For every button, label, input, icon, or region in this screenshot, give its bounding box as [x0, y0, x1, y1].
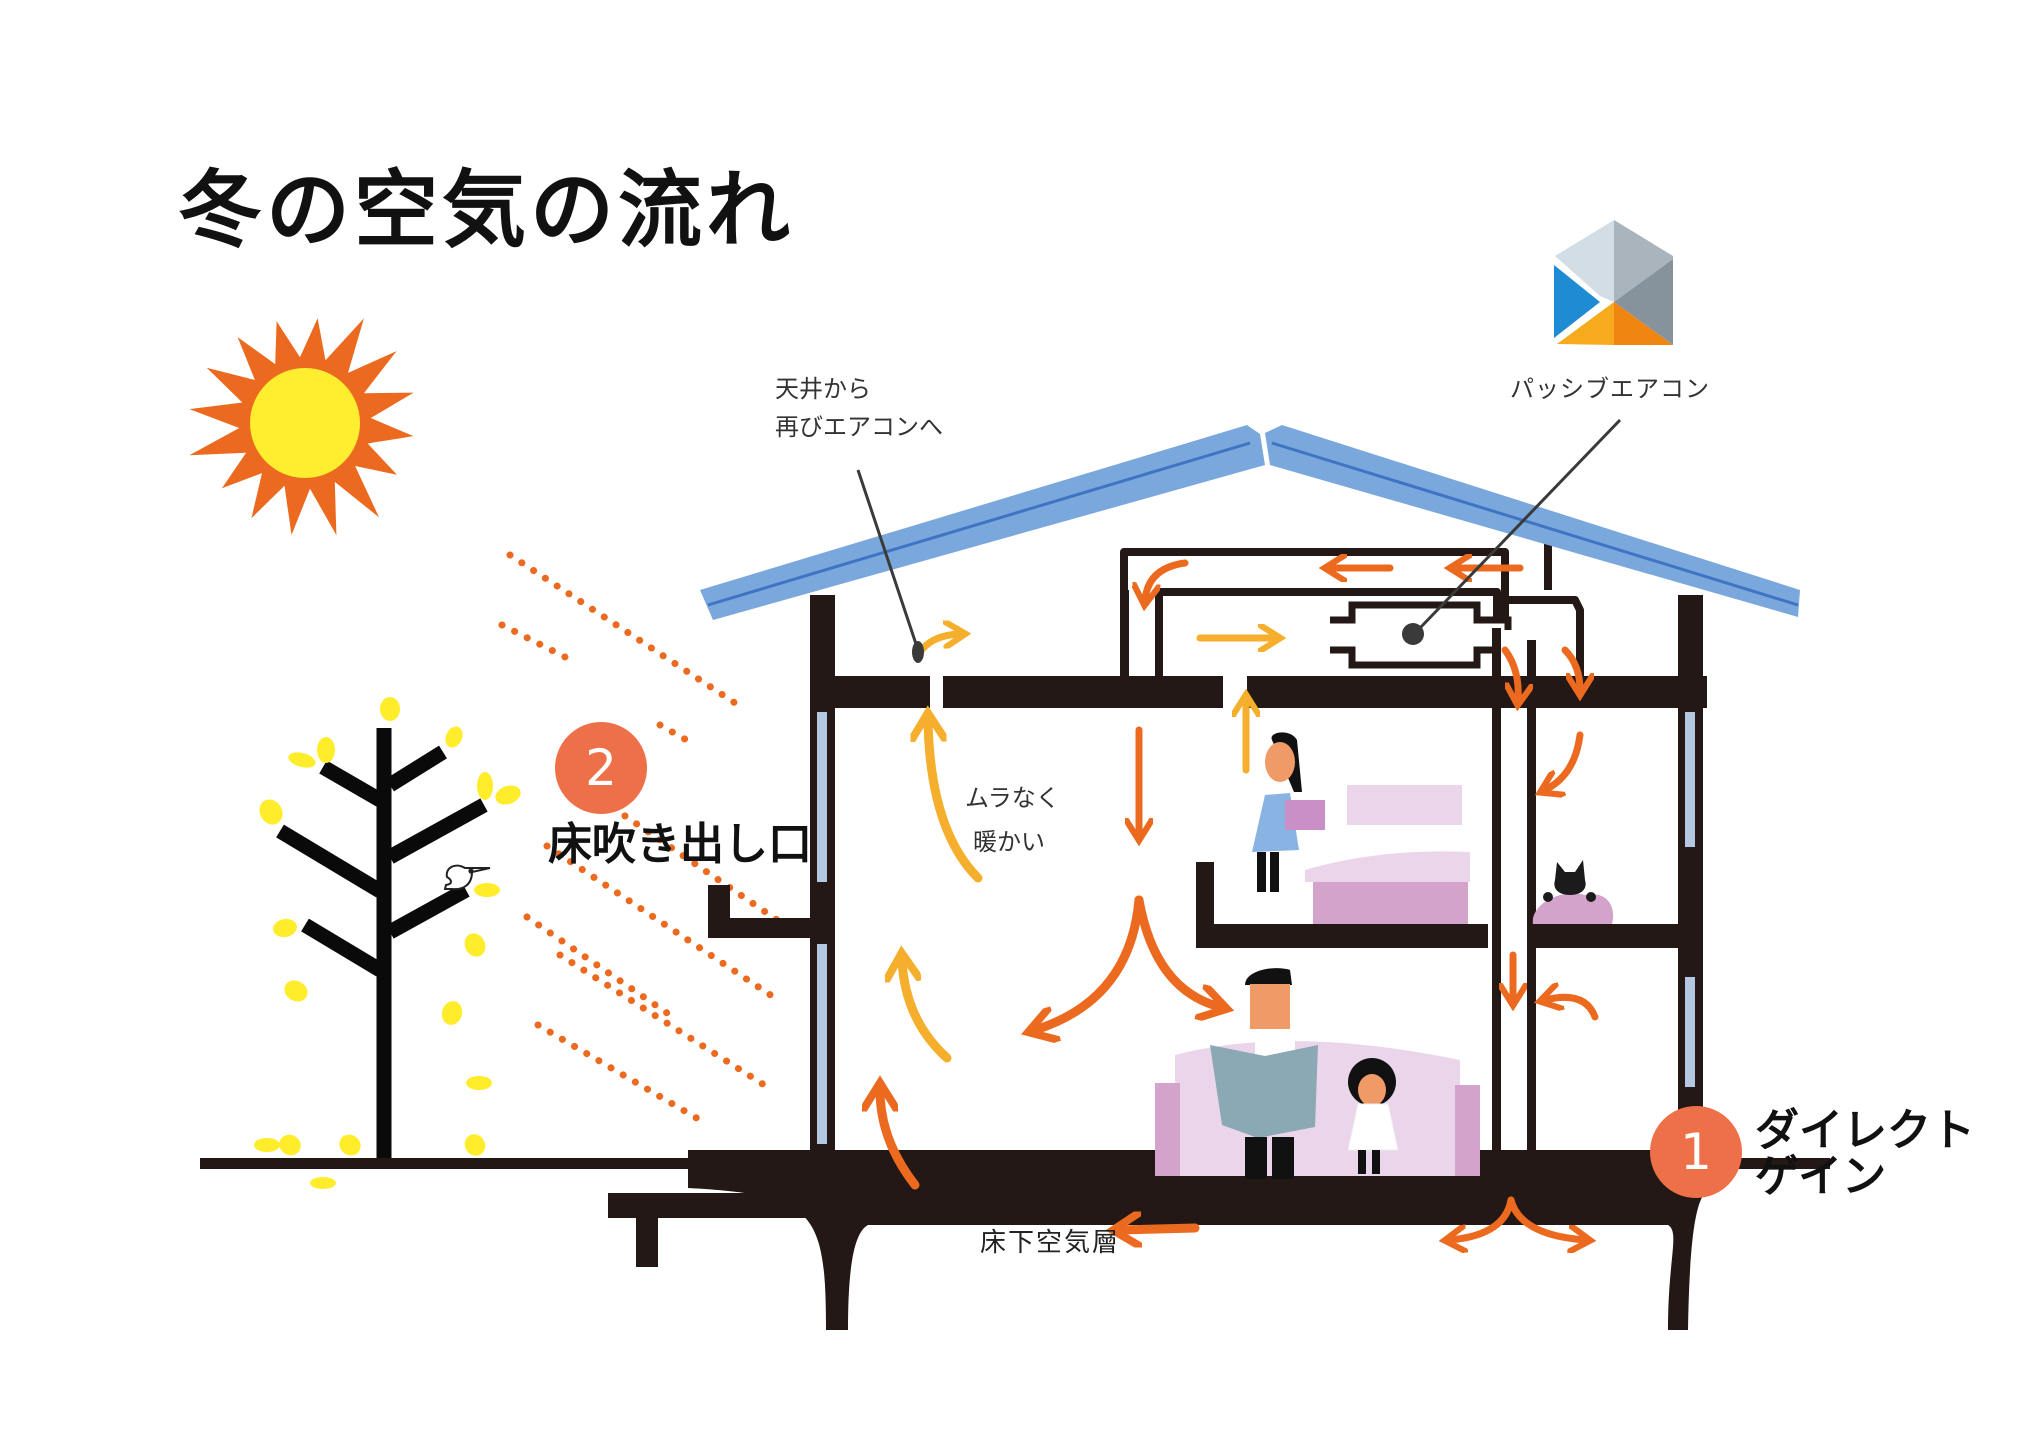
passive-aircon-label: パッシブエアコン: [1510, 375, 1710, 403]
sunlight-rays: [498, 551, 787, 1124]
airflow-arrow-hot: [1145, 559, 1189, 600]
callout-badge-2: 2: [555, 722, 647, 814]
person-father-reading: [1210, 968, 1318, 1179]
direct-gain-line-1: ダイレクト: [1755, 1105, 1975, 1156]
sun-icon: [189, 318, 414, 536]
house-structure: [608, 590, 1710, 1330]
airflow-arrows: [880, 559, 1599, 1240]
airflow-arrow-hot: [1507, 1196, 1585, 1240]
cat-on-cushion: [1532, 860, 1614, 924]
ceiling-return-line-2: 再びエアコンへ: [775, 413, 943, 441]
air-duct: [1120, 540, 1584, 685]
underfloor-air-layer-label: 床下空気層: [980, 1228, 1121, 1258]
bed: [1305, 785, 1470, 924]
airflow-arrow-hot: [1545, 997, 1599, 1021]
person-girl-upstairs: [1252, 732, 1325, 892]
airflow-arrow-hot: [1120, 1228, 1200, 1230]
callout-badge-1: 1: [1650, 1106, 1742, 1198]
airflow-arrow-warm: [928, 720, 983, 883]
airflow-arrow-hot: [1035, 895, 1144, 1030]
airflow-arrow-hot: [880, 1090, 920, 1190]
sofa: [1155, 1041, 1480, 1176]
floor-outlet-label: 床吹き出し口: [548, 819, 812, 870]
roof: [700, 425, 1800, 620]
airflow-arrow-hot: [1134, 895, 1220, 1007]
airflow-arrow-warm: [902, 960, 952, 1063]
airflow-arrow-hot: [1561, 646, 1580, 690]
airflow-arrow-hot: [1501, 646, 1518, 700]
leaves: [254, 697, 521, 1189]
ceiling-return-label: 天井から 再びエアコンへ: [775, 370, 943, 446]
even-warmth-label: ムラなく 暖かい: [965, 776, 1060, 864]
tree-illustration: [254, 697, 521, 1189]
ceiling-return-line-1: 天井から: [775, 375, 871, 403]
windows: [817, 712, 1695, 1144]
leader-lines: [856, 418, 1622, 651]
direct-gain-line-2: ゲイン: [1755, 1151, 1887, 1203]
airflow-arrow-hot: [1545, 731, 1584, 790]
passive-aircon-unit: [1330, 601, 1512, 669]
bird-icon: [443, 864, 491, 891]
even-warmth-line-2: 暖かい: [973, 828, 1045, 856]
ceiling-vent-icon: [912, 641, 924, 663]
even-warmth-line-1: ムラなく: [965, 784, 1060, 812]
direct-gain-label: ダイレクト ゲイン: [1755, 1105, 1975, 1203]
airflow-arrow-warm: [914, 634, 960, 659]
page-title: 冬の空気の流れ: [178, 161, 795, 259]
person-child: [1347, 1058, 1399, 1174]
passive-aircon-logo: [1554, 220, 1673, 345]
airflow-arrow-hot: [1450, 1196, 1515, 1240]
